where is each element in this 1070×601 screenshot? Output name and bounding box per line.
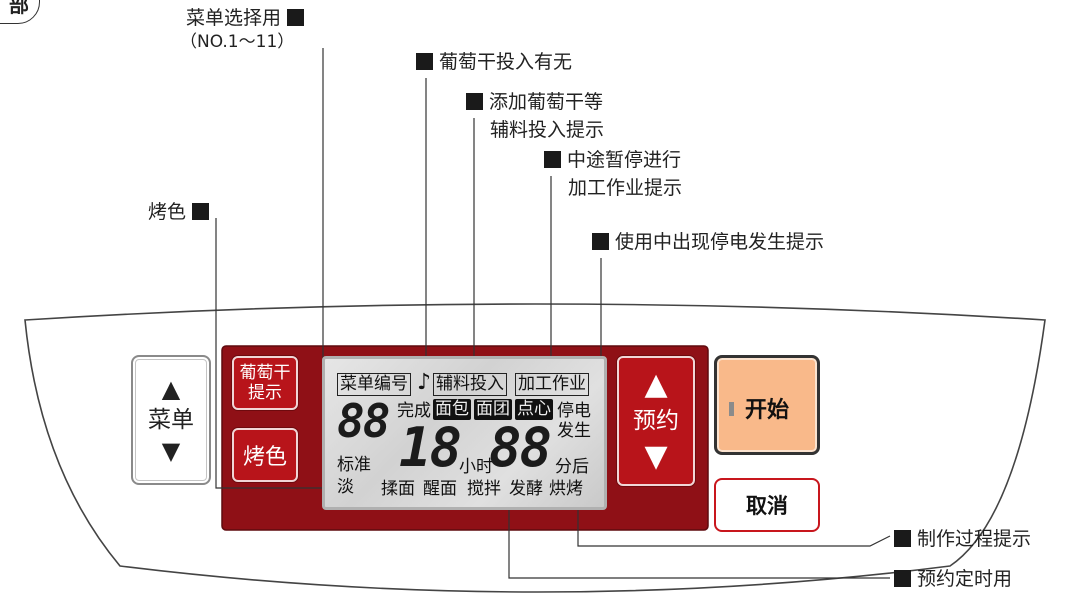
lcd-bake: 烘烤 [549,479,583,499]
callout-crust-color: 烤色 [148,200,210,224]
lcd-done: 完成 [397,401,431,421]
marker-square-icon [287,9,305,26]
down-arrow-icon: ▼ [644,439,668,474]
lcd-menu-number: 菜单编号 [337,373,411,396]
callout-timer: 预约定时用 [894,567,1012,591]
up-arrow-icon: ▲ [644,367,668,402]
marker-square-icon [894,570,911,587]
marker-square-icon [544,151,561,168]
lcd-minute-unit: 分后 [555,457,589,477]
leader-process [577,500,891,547]
lcd-bread: 面包 [433,399,471,420]
marker-square-icon [894,530,911,547]
crust-color-button[interactable]: 烤色 [232,428,298,482]
lcd-mix: 搅拌 [467,479,501,499]
lcd-outage-2: 发生 [557,421,591,441]
note-icon: ♪ [417,370,432,395]
lcd-menu-digits: 88 [337,394,390,448]
up-arrow-icon: ▲ [161,375,181,403]
indicator-lamp [729,402,734,416]
down-arrow-icon: ▼ [161,437,181,465]
marker-square-icon [466,93,483,110]
menu-button[interactable]: ▲ 菜单 ▼ [131,355,211,485]
timer-button[interactable]: ▲ 预约 ▼ [617,356,695,486]
marker-square-icon [416,53,433,70]
raisin-button[interactable]: 葡萄干 提示 [232,356,298,410]
lcd-work: 加工作业 [515,373,589,396]
start-button[interactable]: 开始 [714,355,820,455]
callout-pause: 中途暂停进行 加工作业提示 [544,148,682,200]
marker-square-icon [192,203,210,220]
lcd-knead: 揉面 [381,479,415,499]
lcd-hour-digits: 18 [399,416,462,479]
cancel-button[interactable]: 取消 [714,478,820,532]
lcd-standard: 标准 [337,455,371,475]
callout-raisin-presence: 葡萄干投入有无 [416,50,572,74]
leader-timer [508,482,890,579]
callout-process: 制作过程提示 [894,527,1031,551]
marker-square-icon [592,233,609,250]
callout-power-outage: 使用中出现停电发生提示 [592,230,824,254]
lcd-light: 淡 [337,477,354,497]
lcd-display: 菜单编号 ♪ 辅料投入 加工作业 88 完成 面包 面团 点心 停电 发生 18… [322,356,607,510]
lcd-outage-1: 停电 [557,401,591,421]
lcd-minute-digits: 88 [489,416,552,479]
leader-crust [215,218,326,489]
callout-raisin-add: 添加葡萄干等 辅料投入提示 [466,90,604,142]
machine-body-outline [24,303,1046,593]
lcd-dough: 面团 [474,399,512,420]
lcd-ferment: 发酵 [509,479,543,499]
lcd-snack: 点心 [515,399,553,420]
lcd-hour-unit: 小时 [459,457,493,477]
lcd-rest: 醒面 [423,479,457,499]
lcd-raisin-add: 辅料投入 [433,373,507,396]
callout-menu-select: 菜单选择用 （NO.1～11） [180,6,305,54]
